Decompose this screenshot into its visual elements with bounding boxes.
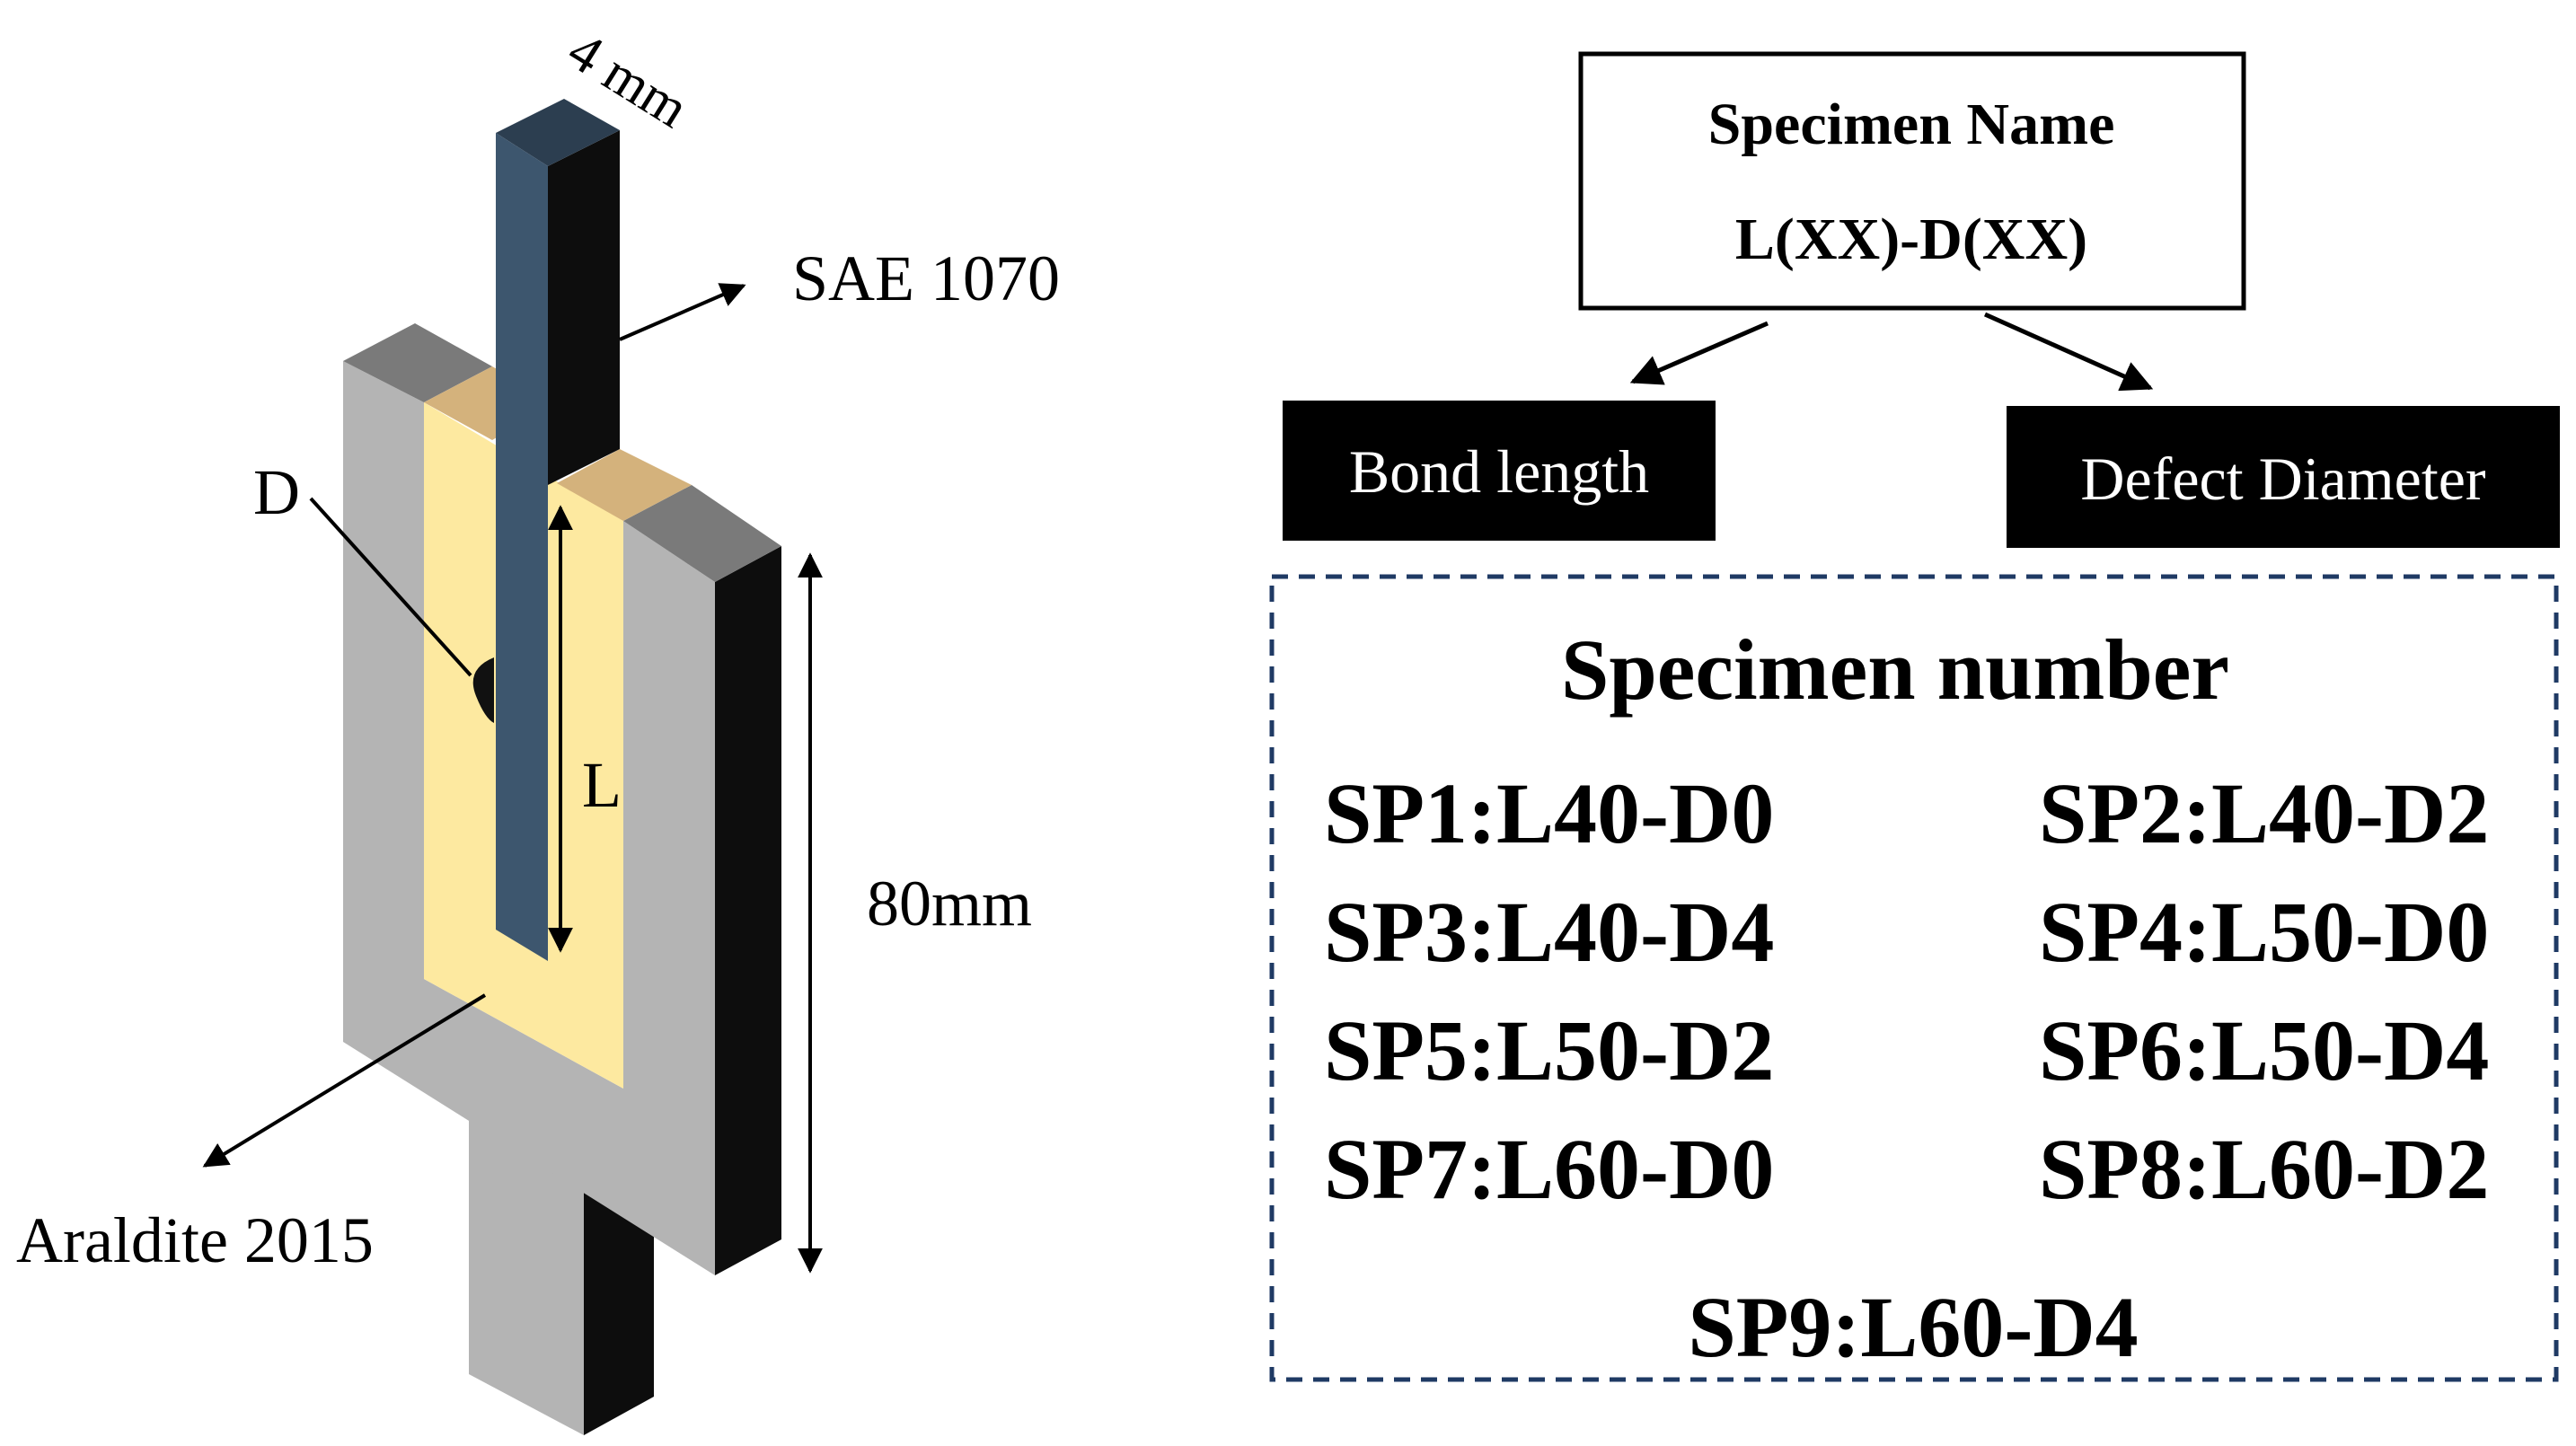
holder-side bbox=[715, 546, 781, 1275]
specimen-item: SP6:L50-D4 bbox=[2039, 1002, 2489, 1098]
specimen-item: SP2:L40-D2 bbox=[2039, 765, 2489, 861]
specimen-item: SP1:L40-D0 bbox=[1324, 765, 1774, 861]
specimen-item: SP3:L40-D4 bbox=[1324, 884, 1774, 980]
specimen-item: SP7:L60-D0 bbox=[1324, 1121, 1774, 1217]
bond-length-tag-label: Bond length bbox=[1349, 437, 1649, 506]
holder-top-left bbox=[343, 323, 492, 402]
name-box-format: L(XX)-D(XX) bbox=[1735, 207, 2087, 272]
adherend-leader bbox=[619, 283, 746, 341]
specimen-list: Specimen number SP1:L40-D0 SP2:L40-D2 SP… bbox=[1269, 574, 2559, 1382]
specimen-list-title: Specimen number bbox=[1561, 622, 2229, 718]
name-format-box bbox=[1578, 51, 2246, 311]
naming-scheme: Specimen Name L(XX)-D(XX) Bond length De… bbox=[1283, 51, 2560, 548]
adherend-top bbox=[496, 99, 620, 166]
height-dimension-label: 80mm bbox=[867, 868, 1032, 939]
holder-face bbox=[343, 361, 715, 1275]
defect-shape bbox=[472, 657, 494, 723]
specimen-list-frame bbox=[1269, 574, 2559, 1382]
name-box-title: Specimen Name bbox=[1708, 92, 2115, 157]
specimen-item: SP5:L50-D2 bbox=[1324, 1002, 1774, 1098]
defect-label: D bbox=[253, 456, 300, 528]
specimen-item: SP4:L50-D0 bbox=[2039, 884, 2489, 980]
specimen-sketch: 4 mm SAE 1070 D L 80mm Araldite 2015 bbox=[16, 20, 1060, 1435]
adhesive-top-right bbox=[557, 449, 692, 521]
adherend-side bbox=[548, 130, 620, 485]
defect-leader bbox=[309, 497, 472, 677]
adherend-label: SAE 1070 bbox=[792, 242, 1060, 314]
specimen-item: SP9:L60-D4 bbox=[1688, 1279, 2138, 1375]
specimen-item: SP8:L60-D2 bbox=[2039, 1121, 2489, 1217]
bond-length-pointer bbox=[1629, 321, 1769, 385]
holder-top-right bbox=[623, 485, 781, 582]
defect-diameter-pointer bbox=[1983, 312, 2154, 392]
bond-length-label: L bbox=[582, 749, 622, 821]
defect-diameter-tag-label: Defect Diameter bbox=[2080, 445, 2486, 513]
adhesive-leader bbox=[202, 993, 487, 1168]
adhesive-label: Araldite 2015 bbox=[16, 1204, 374, 1276]
adherend-face bbox=[496, 133, 548, 961]
bond-length-tag bbox=[1283, 401, 1716, 541]
defect-diameter-tag bbox=[2007, 406, 2560, 548]
